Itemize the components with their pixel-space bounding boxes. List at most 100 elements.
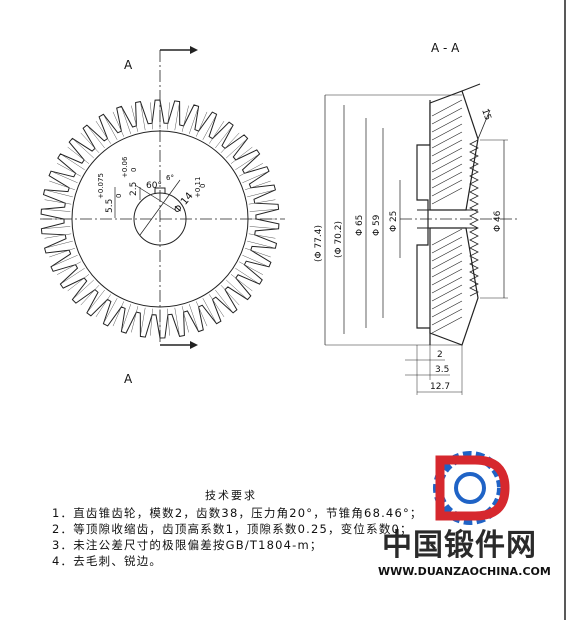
dim-keyway-depth: 5.5 bbox=[105, 199, 115, 213]
dim-keyway-width: 2.5 bbox=[129, 182, 139, 196]
tooth-line bbox=[56, 261, 81, 275]
tooth-line bbox=[235, 267, 259, 284]
duanzao-logo bbox=[433, 451, 510, 525]
hatch-line bbox=[431, 252, 463, 270]
tooth-line bbox=[188, 304, 199, 330]
hatch-line bbox=[431, 139, 463, 157]
hatch-line bbox=[431, 284, 463, 302]
tooth-line bbox=[150, 308, 153, 336]
tooth-line bbox=[174, 103, 180, 131]
note-line-3: 3．未注公差尺寸的极限偏差按GB/T1804-m； bbox=[52, 538, 323, 552]
tooth-line bbox=[188, 108, 199, 134]
dim-angle: 60° bbox=[146, 181, 162, 191]
hatch-line bbox=[431, 123, 463, 141]
tooth-line bbox=[67, 274, 90, 292]
tooth-line bbox=[131, 105, 139, 132]
tooth-line bbox=[167, 102, 170, 130]
dim-bore-tol-upper: +0.11 bbox=[194, 177, 202, 198]
hatch-line bbox=[431, 147, 463, 165]
hatch-line bbox=[431, 308, 463, 326]
angle-line bbox=[134, 184, 176, 211]
hatch-line bbox=[431, 107, 463, 125]
hatch-line bbox=[431, 115, 463, 133]
tooth-line bbox=[249, 209, 277, 212]
tooth-line bbox=[181, 105, 189, 132]
note-line-4: 4．去毛刺、锐边。 bbox=[52, 554, 163, 568]
tooth-line bbox=[215, 289, 233, 312]
tooth-line bbox=[208, 294, 225, 318]
dim-d25: Φ 25 bbox=[389, 211, 399, 232]
tooth-line bbox=[80, 132, 100, 153]
tooth-line bbox=[220, 132, 240, 153]
hatch-line bbox=[431, 276, 463, 294]
hatch-line bbox=[431, 187, 463, 205]
tooth-line bbox=[61, 154, 85, 171]
tooth-line bbox=[131, 306, 139, 333]
tooth-line bbox=[67, 146, 90, 164]
tooth-line bbox=[245, 180, 271, 191]
hatch-line bbox=[431, 228, 463, 246]
tooth-line bbox=[239, 163, 264, 177]
dim-pitch-dia: (Φ 70.2) bbox=[334, 221, 344, 258]
hatch-lines bbox=[431, 99, 463, 334]
dim-outer-dia: (Φ 77.4) bbox=[314, 225, 324, 262]
dim-tol-lower: 0 bbox=[115, 194, 123, 198]
tooth-line bbox=[242, 254, 268, 267]
tooth-line bbox=[73, 279, 94, 299]
hatch-line bbox=[431, 292, 463, 310]
tooth-line bbox=[43, 226, 71, 229]
dim-tol-upper: +0.075 bbox=[97, 173, 105, 199]
dim-keyway-tol-upper: +0.06 bbox=[121, 156, 129, 178]
tooth-line bbox=[43, 209, 71, 212]
tooth-line bbox=[181, 306, 189, 333]
tooth-line bbox=[61, 267, 85, 284]
tooth-line bbox=[202, 115, 216, 140]
tooth-line bbox=[49, 247, 75, 258]
bore-leader bbox=[139, 179, 181, 236]
hatch-line bbox=[431, 179, 463, 197]
tooth-line bbox=[56, 163, 81, 177]
tooth-line bbox=[87, 289, 105, 312]
tooth-line bbox=[245, 247, 271, 258]
tooth-line bbox=[242, 171, 268, 184]
dim-angle-small: 6° bbox=[166, 174, 174, 182]
tooth-line bbox=[140, 307, 146, 335]
tooth-line bbox=[226, 279, 247, 299]
tooth-line bbox=[104, 298, 118, 323]
section-title: A - A bbox=[431, 41, 460, 55]
section-label-top: A bbox=[124, 58, 133, 72]
section-outline-left bbox=[416, 100, 431, 345]
tooth-line bbox=[235, 154, 259, 171]
section-label-bottom: A bbox=[124, 372, 133, 386]
dim-d46: Φ 46 bbox=[493, 210, 503, 232]
logo-center bbox=[454, 472, 486, 504]
hatch-line bbox=[431, 171, 463, 189]
tooth-line bbox=[230, 274, 253, 292]
tooth-profile bbox=[469, 139, 479, 297]
notes-title: 技术要求 bbox=[205, 489, 257, 502]
note-line-1: 1．直齿锥齿轮，模数2，齿数38，压力角20°，节锥角68.46°； bbox=[52, 506, 423, 520]
tooth-line bbox=[44, 233, 72, 239]
tooth-line bbox=[248, 233, 276, 239]
front-view-gear: A A 5.5 +0.075 0 2.5 +0.06 0 60° 6° +0.1… bbox=[40, 46, 285, 386]
tooth-line bbox=[121, 304, 132, 330]
hatch-line bbox=[431, 300, 463, 318]
tooth-line bbox=[140, 103, 146, 131]
note-line-2: 2．等顶隙收缩齿，齿顶高系数1，顶隙系数0.25，变位系数0； bbox=[52, 522, 413, 536]
tooth-line bbox=[112, 301, 125, 327]
dim-d59: Φ 59 bbox=[372, 214, 382, 236]
tooth-line bbox=[195, 111, 208, 137]
tooth-line bbox=[95, 294, 112, 318]
tooth-line bbox=[220, 285, 240, 306]
cut-arrow-bottom bbox=[190, 341, 198, 349]
tooth-line bbox=[49, 180, 75, 191]
tooth-line bbox=[95, 120, 112, 144]
logo-main-text: 中国锻件网 bbox=[382, 528, 537, 563]
section-view-aa: A - A (Φ 77.4) (Φ 70.2) bbox=[314, 41, 520, 395]
hatch-line bbox=[431, 131, 463, 149]
keyway bbox=[154, 187, 166, 194]
dim-3-5: 3.5 bbox=[435, 365, 449, 375]
tooth-line bbox=[121, 108, 132, 134]
tooth-line bbox=[52, 254, 78, 267]
